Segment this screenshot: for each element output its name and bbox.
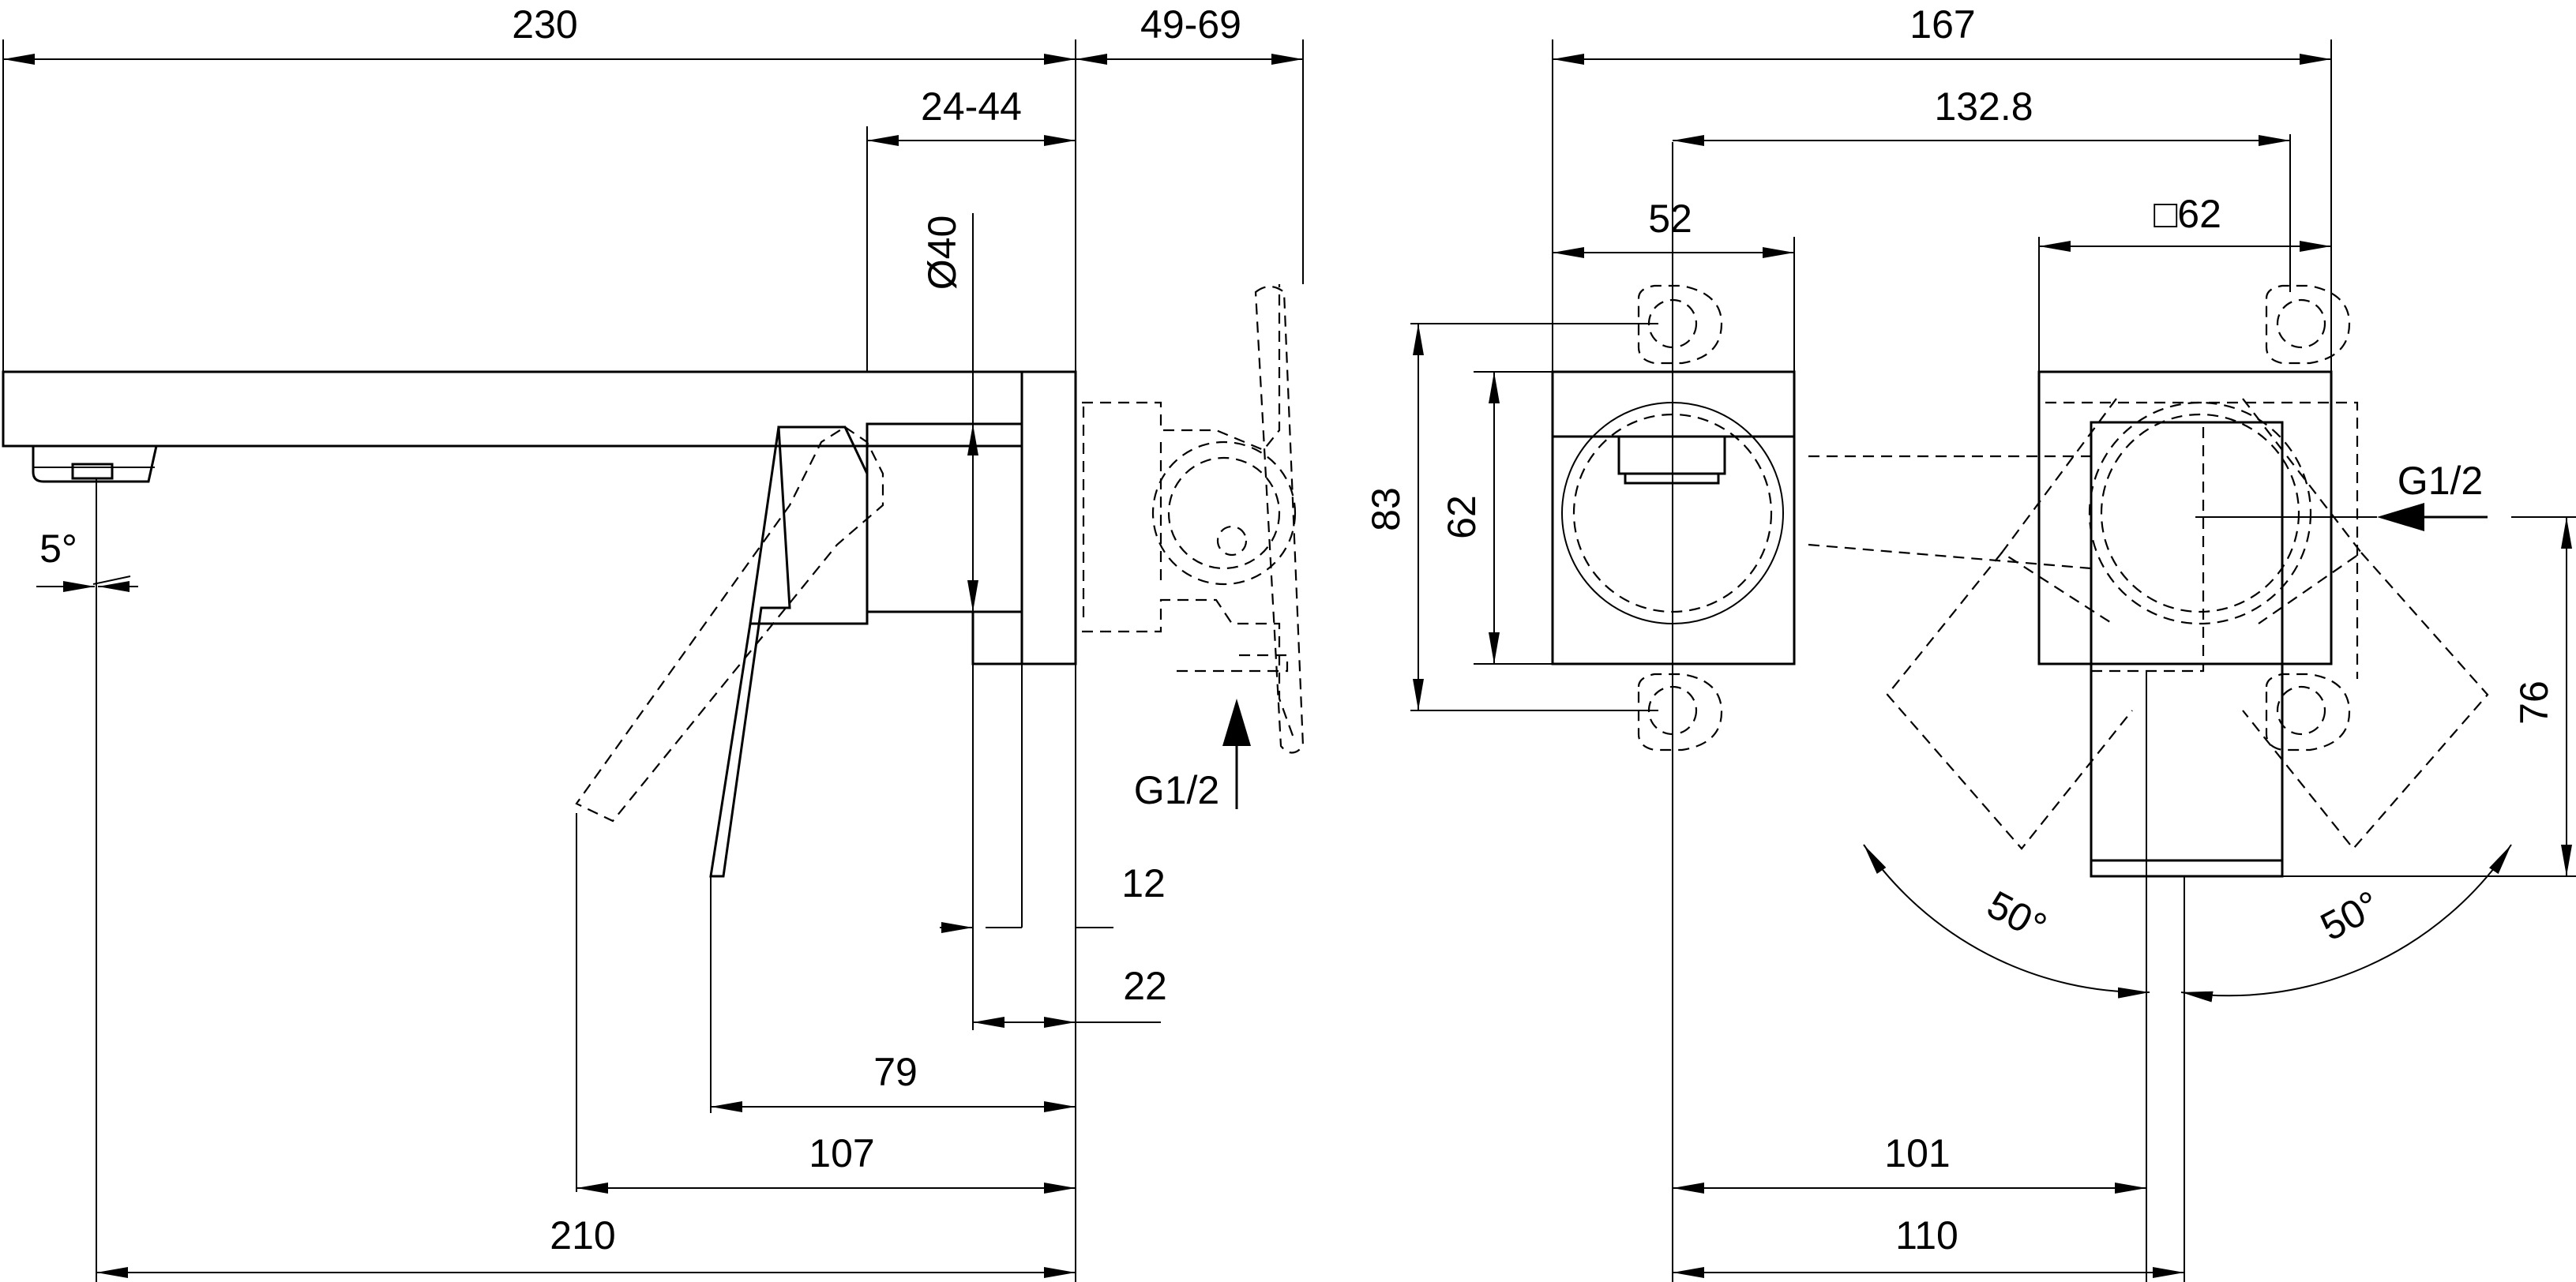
front-view-center-lines: [1672, 142, 2377, 1282]
side-view: 230 49-69 24-44 Ø40 5° 12 22 79 107 210 …: [2, 2, 1305, 1282]
front-inlet-arrow: [2377, 503, 2488, 531]
dim-label-diameter-40: Ø40: [920, 216, 964, 291]
concealed-box: [1082, 284, 1305, 754]
dim-label-210: 210: [550, 1213, 615, 1258]
dim-label-square-62: □62: [2154, 192, 2221, 236]
dim-label-110: 110: [1895, 1213, 1958, 1258]
dim-label-22: 22: [1123, 964, 1167, 1008]
dim-label-83: 83: [1364, 487, 1408, 531]
lever: [709, 425, 869, 878]
dim-label-167: 167: [1909, 2, 1975, 47]
dim-label-79: 79: [873, 1050, 918, 1094]
dim-label-50-degree-left: 50°: [1980, 883, 2053, 950]
dim-label-49-69: 49-69: [1140, 2, 1241, 47]
side-view-extension-lines: [2, 39, 1304, 1282]
dim-label-62: 62: [1440, 495, 1484, 539]
side-inlet-arrow: [1222, 699, 1251, 809]
dim-label-132-8: 132.8: [1934, 84, 2033, 129]
lever-alternate-position: [575, 425, 884, 823]
dim-label-76: 76: [2512, 680, 2556, 725]
dim-label-52: 52: [1648, 197, 1692, 241]
dim-label-101: 101: [1884, 1131, 1950, 1175]
dim-label-12: 12: [1121, 861, 1166, 905]
valve-body: [866, 370, 1077, 665]
dim-label-5-degree: 5°: [39, 527, 77, 571]
dim-label-50-degree-right: 50°: [2313, 883, 2386, 950]
front-inlet-label: G1/2: [2398, 459, 2483, 503]
spout: [2, 370, 1023, 483]
front-view-extension-lines: [1410, 39, 2576, 877]
dim-label-107: 107: [809, 1131, 874, 1175]
front-view-dimension-lines: [1413, 54, 2572, 1278]
dim-label-230: 230: [512, 2, 577, 47]
front-view: 167 132.8 52 □62 83 62 76 50° 50° 101 11…: [1364, 2, 2576, 1282]
dim-label-24-44: 24-44: [921, 84, 1022, 129]
side-view-dimension-lines: [3, 54, 1303, 1278]
rosette-and-lever: [1808, 370, 2489, 878]
side-inlet-label: G1/2: [1134, 768, 1219, 812]
